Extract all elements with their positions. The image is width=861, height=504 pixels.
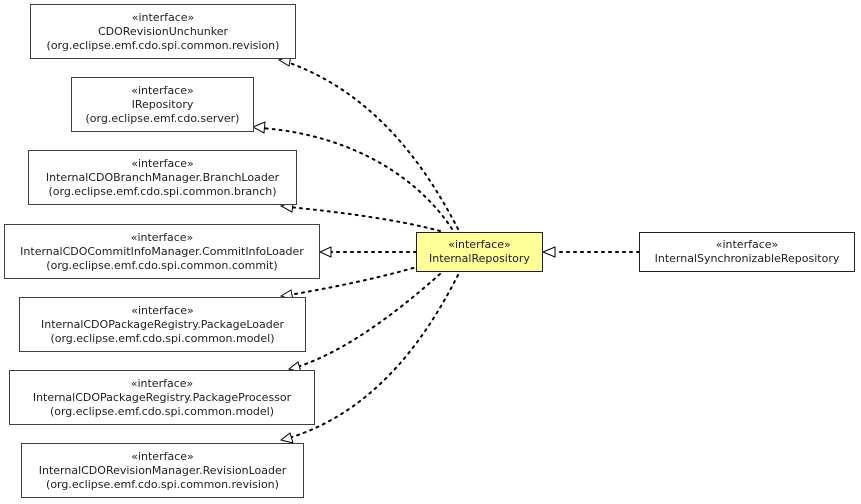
edge-branchloader [288, 206, 441, 232]
edge-packageloader [288, 265, 421, 296]
stereotype-label: «interface» [131, 83, 194, 97]
stereotype-label: «interface» [131, 10, 195, 24]
class-name: InternalSynchronizableRepository [654, 252, 840, 265]
package-name: (org.eclipse.emf.cdo.spi.common.revision… [46, 38, 280, 52]
class-box-branchloader[interactable]: «interface» InternalCDOBranchManager.Bra… [28, 150, 297, 205]
stereotype-label: «interface» [131, 449, 194, 463]
package-name: (org.eclipse.emf.cdo.server) [85, 111, 240, 125]
class-name: InternalCDOPackageRegistry.PackageLoader [40, 317, 285, 331]
package-name: (org.eclipse.emf.cdo.spi.common.model) [49, 404, 275, 418]
class-box-packageprocessor[interactable]: «interface» InternalCDOPackageRegistry.P… [9, 370, 315, 425]
package-name: (org.eclipse.emf.cdo.spi.common.model) [50, 331, 275, 345]
class-name: IRepository [131, 97, 194, 111]
stereotype-label: «interface» [130, 376, 194, 390]
class-name: InternalCDOPackageRegistry.PackageProces… [32, 390, 292, 404]
class-name: InternalCDOCommitInfoManager.CommitInfoL… [20, 244, 304, 258]
edge-cdorevisionunchunker [286, 61, 459, 230]
package-name: (org.eclipse.emf.cdo.spi.common.branch) [48, 184, 277, 198]
class-box-internalsynchronizablerepository[interactable]: «interface» InternalSynchronizableReposi… [639, 232, 855, 272]
package-name: (org.eclipse.emf.cdo.spi.common.revision… [46, 477, 279, 491]
package-name: (org.eclipse.emf.cdo.spi.common.commit) [46, 258, 278, 272]
class-box-irepository[interactable]: «interface» IRepository (org.eclipse.emf… [71, 77, 254, 132]
class-box-cdorevisionunchunker[interactable]: «interface» CDORevisionUnchunker (org.ec… [30, 4, 296, 59]
class-box-internalrepository[interactable]: «interface» InternalRepository [416, 232, 543, 272]
class-box-revisionloader[interactable]: «interface» InternalCDORevisionManager.R… [21, 443, 304, 498]
edge-packageprocessor [296, 273, 441, 368]
class-name: InternalCDORevisionManager.RevisionLoade… [38, 463, 287, 477]
class-name: CDORevisionUnchunker [97, 24, 229, 38]
class-box-commitinfoloader[interactable]: «interface» InternalCDOCommitInfoManager… [4, 224, 320, 279]
stereotype-label: «interface» [131, 156, 194, 170]
class-box-packageloader[interactable]: «interface» InternalCDOPackageRegistry.P… [19, 297, 306, 352]
stereotype-label: «interface» [130, 230, 194, 244]
arrowhead-revisionloader [279, 432, 294, 444]
class-name: InternalRepository [429, 252, 530, 265]
class-name: InternalCDOBranchManager.BranchLoader [45, 170, 280, 184]
arrowhead-subinterface [541, 246, 556, 258]
arrowhead-commitinfoloader [318, 246, 332, 258]
edge-irepository [260, 127, 453, 230]
arrowhead-irepository [251, 121, 266, 134]
stereotype-label: «interface» [715, 238, 779, 251]
stereotype-label: «interface» [448, 238, 511, 251]
stereotype-label: «interface» [131, 303, 194, 317]
